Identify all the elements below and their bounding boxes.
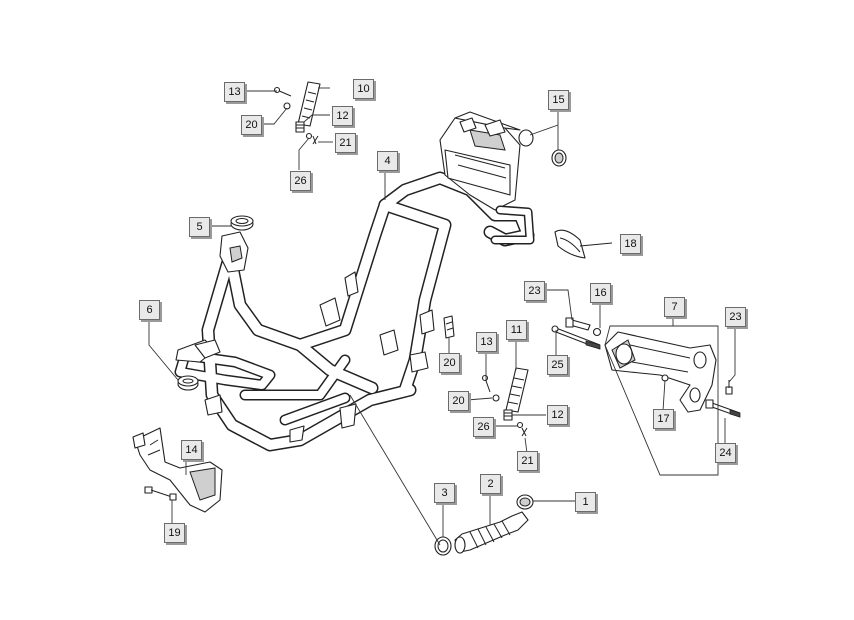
callout-20-top[interactable]: 20 [241, 115, 262, 135]
callout-26-mid[interactable]: 26 [473, 417, 494, 437]
callout-16[interactable]: 16 [590, 283, 611, 303]
part-3-clamp [434, 536, 452, 556]
part-11-footrest-mid [505, 367, 529, 413]
part-2-hose [454, 511, 529, 554]
callout-17[interactable]: 17 [653, 409, 674, 429]
part-21-clip-top [312, 135, 319, 145]
part-18-strap [554, 229, 613, 259]
callout-12-mid[interactable]: 12 [547, 405, 568, 425]
callout-10[interactable]: 10 [353, 79, 374, 99]
leader-lines [148, 87, 736, 546]
part-26-nut-mid [516, 421, 524, 429]
callout-20-mid[interactable]: 20 [448, 391, 469, 411]
part-26-nut-top [305, 132, 313, 140]
part-23-bolt-left [565, 317, 591, 331]
callout-13-top[interactable]: 13 [224, 82, 245, 102]
callout-14[interactable]: 14 [181, 440, 202, 460]
part-7-engine-bracket [604, 331, 717, 413]
part-20-washer-mid [492, 394, 500, 402]
part-25-shaft [551, 325, 601, 350]
part-19-bolt [144, 486, 177, 501]
callout-3[interactable]: 3 [434, 483, 455, 503]
part-23-bolt-right [725, 380, 733, 395]
part-20-washer-top [283, 102, 291, 110]
callout-24[interactable]: 24 [715, 443, 736, 463]
callout-25[interactable]: 25 [547, 355, 568, 375]
callout-5[interactable]: 5 [189, 217, 210, 237]
callout-23-left[interactable]: 23 [524, 281, 545, 301]
callout-23-right[interactable]: 23 [725, 307, 746, 327]
callout-21-mid[interactable]: 21 [517, 451, 538, 471]
callout-22[interactable]: 20 [439, 353, 460, 373]
part-15-caps [518, 129, 567, 167]
part-1-clamp [516, 494, 534, 510]
part-10-footrest-top [297, 81, 321, 127]
callout-6[interactable]: 6 [139, 300, 160, 320]
callout-7[interactable]: 7 [664, 297, 685, 317]
callout-2[interactable]: 2 [480, 474, 501, 494]
callout-11[interactable]: 11 [506, 320, 527, 340]
callout-18[interactable]: 18 [620, 234, 641, 254]
callout-26-top[interactable]: 26 [290, 171, 311, 191]
part-24-bolt [705, 399, 741, 418]
part-12-spring-top [295, 121, 305, 133]
callout-19[interactable]: 19 [164, 523, 185, 543]
callout-15[interactable]: 15 [548, 90, 569, 110]
callout-13-mid[interactable]: 13 [476, 332, 497, 352]
callout-21-top[interactable]: 21 [335, 133, 356, 153]
part-16-nut [592, 327, 602, 337]
part-22-clip [443, 315, 455, 339]
part-13-pin-top [273, 86, 292, 97]
callout-4[interactable]: 4 [377, 151, 398, 171]
part-6-bushing [177, 375, 199, 391]
callout-12-top[interactable]: 12 [332, 106, 353, 126]
part-5-ring [230, 215, 254, 231]
part-12-spring-mid [503, 409, 513, 421]
main-frame [174, 111, 535, 452]
callout-1[interactable]: 1 [575, 492, 596, 512]
part-14-bracket [132, 427, 223, 513]
part-21-clip-mid [521, 427, 528, 437]
